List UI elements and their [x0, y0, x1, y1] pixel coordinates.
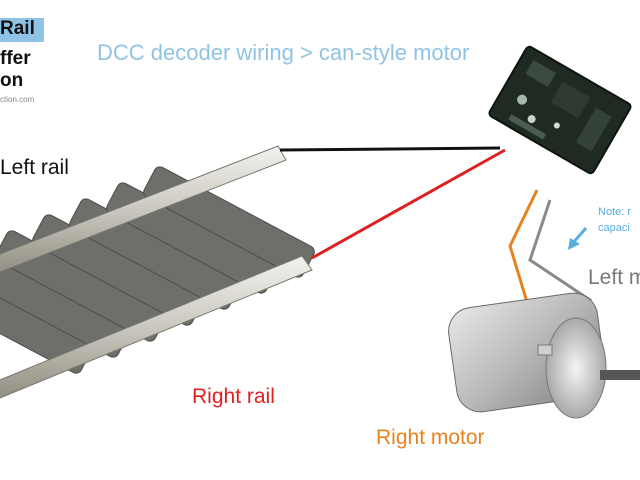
label-right-motor: Right motor — [376, 426, 485, 449]
note-text: Note: r capaci — [598, 204, 631, 236]
logo-url: ction.com — [0, 95, 35, 104]
logo-line-2: ffer — [0, 48, 31, 69]
red-wire — [311, 148, 506, 260]
note-line-1: Note: r — [598, 206, 632, 218]
logo-line-3: on — [0, 70, 24, 91]
logo-line-1: Rail — [0, 18, 35, 39]
track-rails — [0, 145, 313, 399]
label-left-rail: Left rail — [0, 156, 69, 179]
logo-box: Rail — [0, 18, 44, 42]
label-left-motor: Left m — [588, 266, 640, 289]
diagram-title: DCC decoder wiring > can-style motor — [97, 40, 470, 65]
black-wire — [279, 146, 501, 152]
label-right-rail: Right rail — [192, 385, 275, 408]
motor — [448, 292, 640, 419]
decoder-board — [488, 45, 632, 175]
note-line-2: capaci — [598, 222, 630, 234]
